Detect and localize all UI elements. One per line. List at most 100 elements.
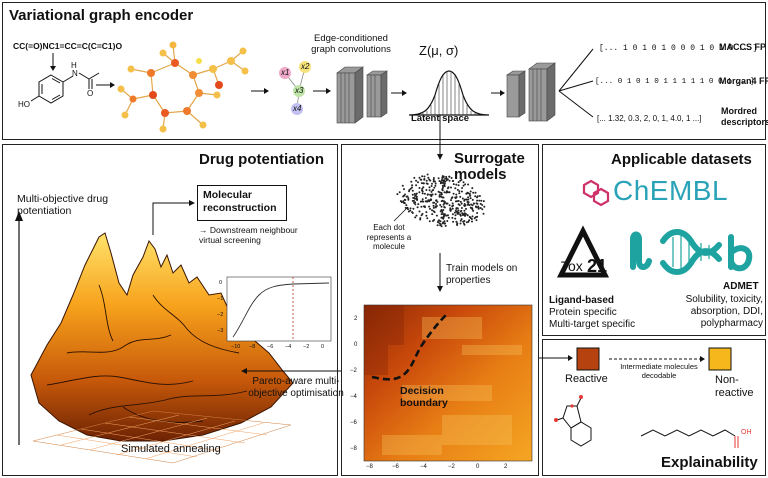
molecule-dot (414, 195, 416, 197)
molecule-dot (464, 214, 466, 217)
molecule-dot (426, 182, 429, 185)
molecule-dot (435, 203, 437, 205)
molecule-dot (443, 202, 446, 205)
molecule-dot (434, 182, 437, 185)
inset-ytick-4: −3 (217, 328, 224, 334)
molecule-dot (442, 175, 445, 178)
molecule-dot (425, 214, 428, 217)
molecule-dot (414, 203, 417, 206)
molecule-dot (448, 204, 451, 207)
drug-axis-label: Multi-objective drug potentiation (17, 193, 109, 217)
molecule-dot (463, 220, 466, 222)
hm-ytick-5: −6 (350, 420, 357, 426)
molecule-dot (430, 190, 433, 193)
simulated-annealing-label: Simulated annealing (121, 443, 221, 455)
decoder-layers (506, 62, 556, 122)
molecule-dot (436, 200, 439, 203)
molecule-dot (427, 199, 430, 202)
molecule-dot (430, 185, 433, 187)
molecule-dot (456, 211, 458, 213)
molecule-dot (416, 206, 419, 209)
explain-panel: Reactive Intermediate molecules decodabl… (539, 339, 766, 476)
datasets-graphics (556, 179, 753, 278)
molecule-dot (446, 178, 449, 181)
encoder-panel: Variational graph encoder CC(=O)NC1=CC=C… (2, 2, 768, 140)
molecule-dot (452, 220, 455, 223)
inset-xtick-3: −6 (267, 344, 274, 350)
inset-xtick-4: −4 (285, 344, 292, 350)
molecule-dot (415, 179, 418, 182)
base-grid (32, 410, 292, 464)
molecule-dot (432, 178, 435, 181)
molecule-dot (456, 207, 459, 210)
molecule-dot (419, 217, 422, 220)
molecule-dot (464, 183, 467, 186)
molecule-dot (421, 198, 424, 201)
molecule-dot (446, 187, 449, 190)
molecule-dot (421, 192, 424, 195)
molecule-dot (450, 177, 453, 179)
molecule-dot (459, 200, 462, 203)
admet-line-1: Solubility, toxicity, (685, 294, 763, 305)
explain-graphics (539, 347, 739, 448)
encoder-title: Variational graph encoder (9, 7, 194, 24)
reactive-label: Reactive (565, 373, 608, 385)
molecule-dot (428, 220, 431, 223)
molecule-dot (455, 207, 458, 210)
molecule-dot (471, 215, 474, 218)
molecule-dot (443, 182, 446, 185)
molecule-dot (471, 187, 474, 190)
fingerprint-branches (558, 48, 594, 118)
molecule-dot (428, 186, 431, 189)
molecule-dot (426, 193, 429, 196)
reconstruction-box (197, 185, 287, 221)
molecule-dot (462, 212, 465, 215)
molecule-dot (462, 181, 465, 184)
molecule-dot (451, 207, 454, 210)
molecule-dot (467, 220, 470, 223)
hm-xtick-3: −4 (420, 464, 427, 470)
inset-ytick-3: −2 (217, 312, 224, 318)
molecule-dot (483, 205, 486, 208)
chembl-logo-icon (582, 179, 610, 207)
admet-line-3: polypharmacy (700, 318, 763, 329)
molecule-dot (461, 197, 464, 200)
molecule-dot (432, 210, 435, 213)
molecule-dot (458, 192, 461, 195)
molecule-dot (471, 220, 473, 223)
molecule-dot (451, 202, 454, 205)
hm-ytick-2: 0 (354, 342, 358, 348)
molecule-dot (445, 191, 448, 194)
molecule-dot (459, 219, 462, 222)
hm-ytick-4: −4 (350, 394, 357, 400)
datasets-panel: Applicable datasets ChEMBL Tox 21 Ligand… (542, 144, 766, 336)
molecule-dot (404, 193, 406, 196)
hm-xtick-2: −6 (392, 464, 399, 470)
molecule-dot (452, 180, 455, 182)
molecule-dot (478, 199, 481, 202)
molecule-dot (407, 198, 410, 201)
hm-ytick-1: 2 (354, 316, 358, 322)
molecule-dot (424, 206, 426, 209)
molecule-dot (451, 213, 454, 216)
molecule-dot (421, 212, 424, 215)
molecule-dot (445, 202, 448, 205)
hm-ytick-3: −2 (350, 368, 357, 374)
molecule-dot (413, 192, 416, 195)
tox-num: 21 (587, 256, 608, 276)
datasets-title: Applicable datasets (611, 151, 752, 168)
molecule-dot (417, 203, 420, 206)
molecule-dot (454, 214, 457, 217)
molecule-dot (466, 191, 469, 194)
molecule-dot (423, 192, 426, 195)
molecule-dot (448, 191, 450, 194)
molecule-dot (443, 220, 446, 223)
reconstruction-label: Molecular reconstruction (203, 189, 277, 214)
molecule-dot (469, 206, 472, 209)
molecule-dot (422, 186, 425, 189)
molecule-dot (432, 204, 435, 207)
molecule-dot (448, 175, 451, 178)
molecule-dot (457, 200, 460, 202)
molecule-dot (468, 219, 471, 222)
molecule-dot (401, 184, 404, 187)
